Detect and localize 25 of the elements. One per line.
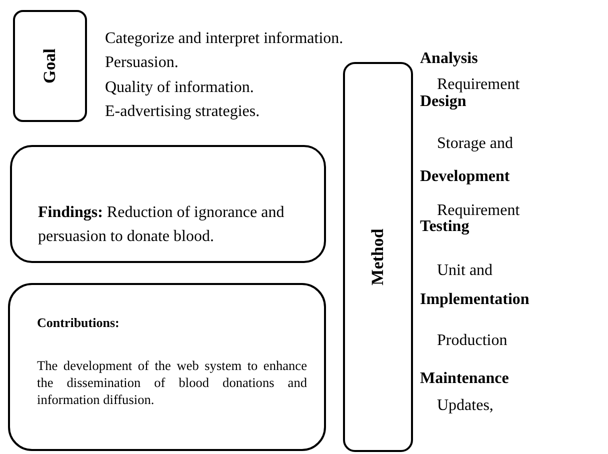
phase-heading: Testing [420, 218, 470, 236]
note-text: Unit and [437, 262, 493, 280]
note-text: Storage and [437, 135, 513, 153]
note-text: Quality of information. [105, 79, 254, 97]
note-text: Requirement [437, 76, 520, 94]
rounded-box [13, 10, 87, 122]
note-text: Persuasion. [105, 54, 178, 72]
phase-heading: Development [420, 168, 510, 186]
phase-heading: Design [420, 93, 466, 111]
box-text: Findings: Reduction of ignorance and persuasion to donate blood. [38, 203, 286, 246]
rounded-box [8, 283, 326, 451]
phase-heading: Maintenance [420, 370, 509, 388]
phase-heading: Implementation [420, 291, 530, 309]
rounded-box [10, 145, 326, 263]
phase-heading: Analysis [420, 50, 478, 68]
note-text: E-advertising strategies. [105, 103, 260, 121]
note-text: Production [437, 332, 508, 350]
note-text: Requirement [437, 202, 520, 220]
box-text: The development of the web system to enhance the dissemination of blood donations and information diffusion. [37, 357, 307, 408]
box-heading: Contributions: [37, 315, 120, 331]
box-title: Goal [40, 48, 60, 84]
note-text: Updates, [437, 397, 494, 415]
rounded-box [343, 62, 413, 452]
box-title: Method [368, 228, 388, 286]
note-text: Categorize and interpret information. [105, 30, 344, 48]
